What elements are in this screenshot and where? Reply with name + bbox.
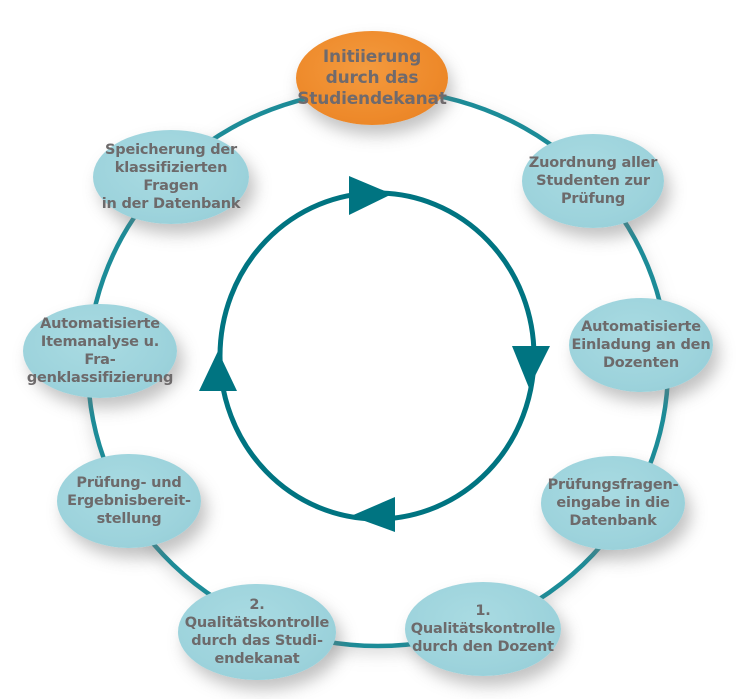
- node-label: Zuordnung aller Studenten zur Prüfung: [528, 155, 658, 207]
- arrow-down-icon: [512, 346, 550, 388]
- arrow-up-icon: [199, 351, 237, 391]
- arrow-right-icon: [349, 176, 392, 215]
- node-speicherung: Speicherung der klassifizierten Fragen i…: [93, 130, 249, 224]
- node-label: Speicherung der klassifizierten Fragen i…: [101, 142, 241, 212]
- node-label: Initiierung durch das Studiendekanat: [297, 46, 447, 109]
- node-label: 2. Qualitätskontrolle durch das Studi- e…: [184, 597, 330, 667]
- node-itemanalyse: Automatisierte Itemanalyse u. Fra- genkl…: [23, 304, 177, 398]
- node-label: Automatisierte Itemanalyse u. Fra- genkl…: [26, 316, 174, 386]
- node-qualitaetskontrolle-2: 2. Qualitätskontrolle durch das Studi- e…: [178, 584, 336, 680]
- node-initiierung: Initiierung durch das Studiendekanat: [296, 31, 448, 125]
- node-qualitaetskontrolle-1: 1. Qualitätskontrolle durch den Dozent: [405, 582, 561, 676]
- node-label: Prüfung- und Ergebnisbereit- stellung: [67, 475, 191, 527]
- node-bereitstellung: Prüfung- und Ergebnisbereit- stellung: [57, 454, 201, 548]
- node-label: Automatisierte Einladung an den Dozenten: [571, 319, 711, 371]
- node-label: 1. Qualitätskontrolle durch den Dozent: [410, 603, 556, 655]
- node-zuordnung: Zuordnung aller Studenten zur Prüfung: [522, 134, 664, 228]
- node-einladung: Automatisierte Einladung an den Dozenten: [569, 298, 713, 392]
- node-label: Prüfungsfragen- eingabe in die Datenbank: [547, 477, 679, 529]
- arrow-left-icon: [351, 497, 395, 532]
- node-fragen-eingabe: Prüfungsfragen- eingabe in die Datenbank: [541, 456, 685, 550]
